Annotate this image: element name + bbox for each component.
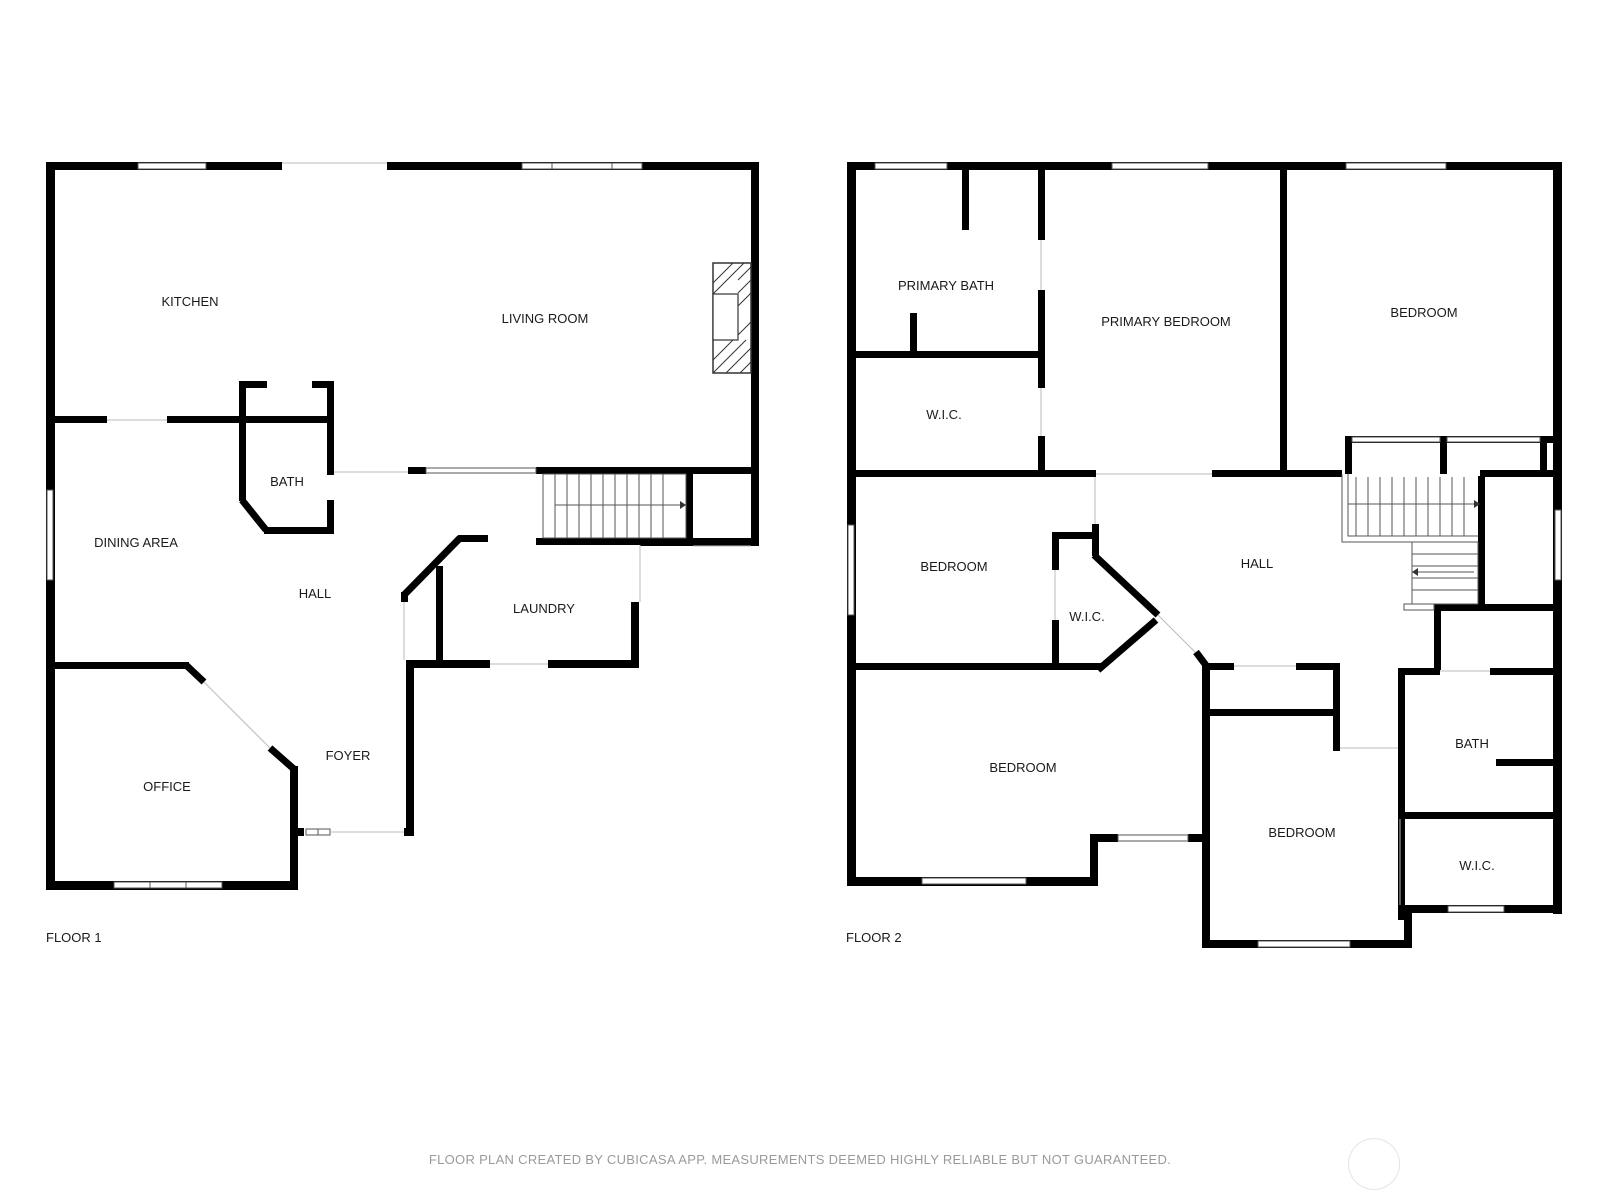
watermark-seal xyxy=(1348,1138,1400,1190)
office-label: OFFICE xyxy=(143,779,191,794)
floor-1-plan: KITCHEN LIVING ROOM BATH DINING AREA HAL… xyxy=(46,162,759,945)
bedroom-s-label: BEDROOM xyxy=(1268,825,1335,840)
dining-area-label: DINING AREA xyxy=(94,535,178,550)
primary-bath-label: PRIMARY BATH xyxy=(898,278,994,293)
bath-label-floor-2: BATH xyxy=(1455,736,1489,751)
bedroom-sw-label: BEDROOM xyxy=(989,760,1056,775)
living-room-label: LIVING ROOM xyxy=(502,311,589,326)
hall-label-floor-2: HALL xyxy=(1241,556,1274,571)
floor-1-stairs xyxy=(542,473,687,539)
floor-2-windows xyxy=(847,162,1562,948)
disclaimer-text: FLOOR PLAN CREATED BY CUBICASA APP. MEAS… xyxy=(428,1152,1172,1167)
wic-se-label: W.I.C. xyxy=(1459,858,1494,873)
bedroom-ne-label: BEDROOM xyxy=(1390,305,1457,320)
floor-2-label: FLOOR 2 xyxy=(846,930,902,945)
foyer-label: FOYER xyxy=(326,748,371,763)
floor-1-label: FLOOR 1 xyxy=(46,930,102,945)
hall-label: HALL xyxy=(299,586,332,601)
wic-primary-label: W.I.C. xyxy=(926,407,961,422)
bath-label: BATH xyxy=(270,474,304,489)
floor-2-plan: PRIMARY BATH PRIMARY BEDROOM BEDROOM W.I… xyxy=(846,162,1562,948)
primary-bedroom-label: PRIMARY BEDROOM xyxy=(1101,314,1231,329)
wic-mid-label: W.I.C. xyxy=(1069,609,1104,624)
bedroom-w-label: BEDROOM xyxy=(920,559,987,574)
kitchen-label: KITCHEN xyxy=(161,294,218,309)
laundry-label: LAUNDRY xyxy=(513,601,575,616)
floor-1-windows xyxy=(46,162,751,889)
fireplace xyxy=(712,262,752,374)
floor-2-stairs xyxy=(1341,474,1480,611)
